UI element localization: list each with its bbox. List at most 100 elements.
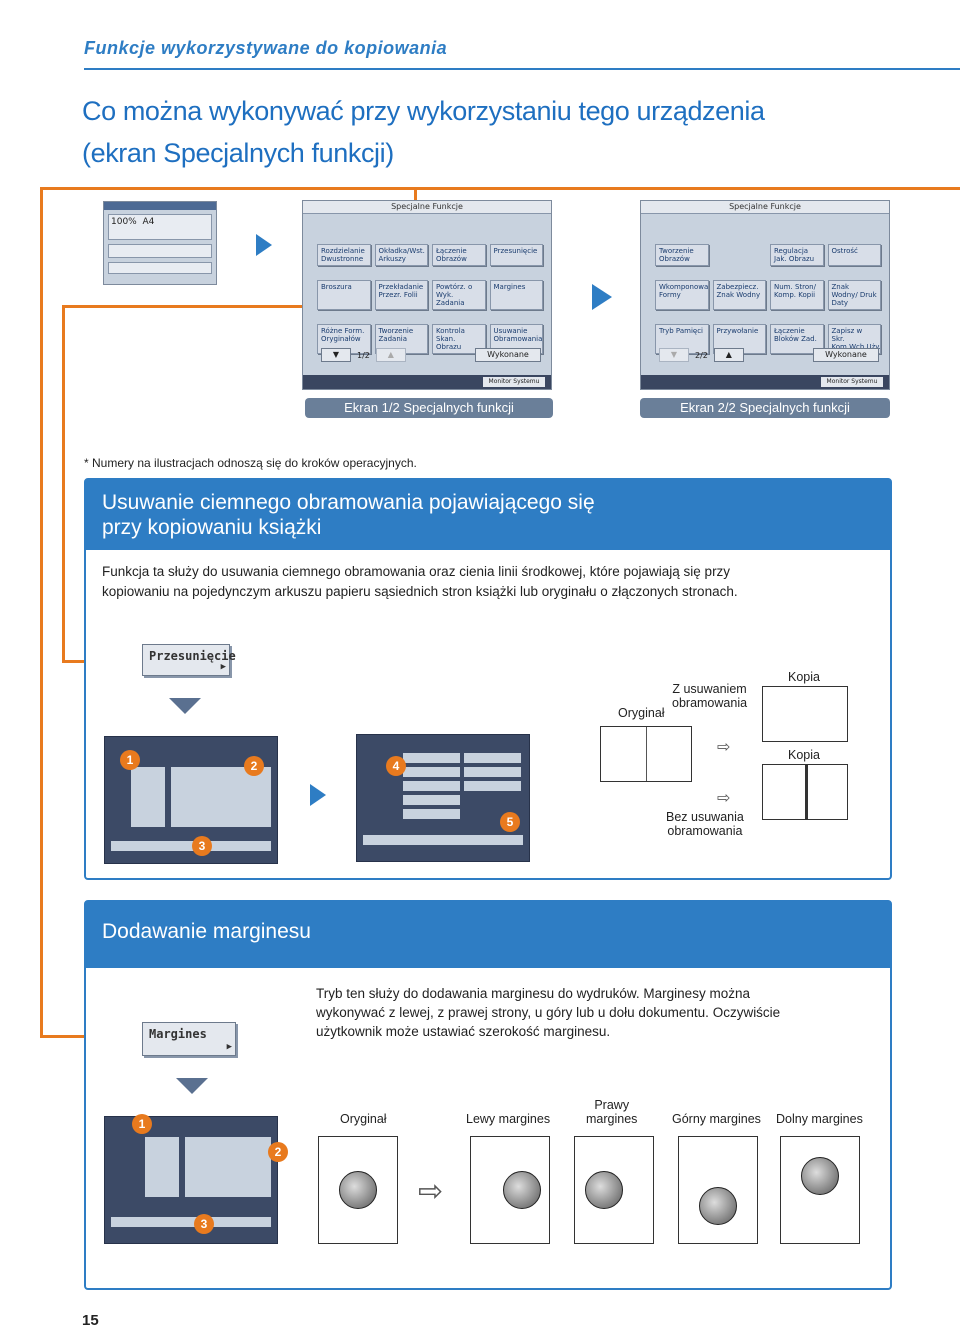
copy-screen-thumbnail: 100% A4 xyxy=(103,201,217,285)
left-margin-label: Lewy margines xyxy=(466,1112,551,1126)
arrow-down-icon xyxy=(176,1078,208,1094)
system-monitor-button[interactable]: Monitor Systemu xyxy=(821,377,883,387)
hollow-arrow-icon: ⇨ xyxy=(418,1175,444,1208)
left-margin-page xyxy=(470,1136,550,1244)
step-badge: 4 xyxy=(386,756,406,776)
with-erase-label: Z usuwaniem obramowania xyxy=(672,682,747,710)
system-monitor-button[interactable]: Monitor Systemu xyxy=(483,377,545,387)
section-description: Funkcja ta służy do usuwania ciemnego ob… xyxy=(86,550,890,614)
label-line: obramowania xyxy=(672,696,748,710)
scroll-up-icon[interactable]: ▲ xyxy=(713,348,744,362)
right-margin-page xyxy=(574,1136,654,1244)
menu-button-label: Przesunięcie xyxy=(149,649,236,663)
step-badge: 1 xyxy=(132,1114,152,1134)
paper-size-screen xyxy=(356,734,530,862)
globe-icon xyxy=(585,1171,623,1209)
connector-line xyxy=(40,187,43,1037)
globe-icon xyxy=(699,1187,737,1225)
done-button[interactable]: Wykonane xyxy=(475,348,541,362)
original-page xyxy=(318,1136,398,1244)
cover-sheets-button[interactable]: Okładka/Wst. Arkuszy xyxy=(374,244,428,266)
copy-without-erase-image xyxy=(762,764,848,820)
separation-button[interactable]: Rozdzielanie Dwustronne xyxy=(317,244,371,266)
footnote: * Numery na ilustracjach odnoszą się do … xyxy=(84,456,417,470)
page-numbering-button[interactable]: Num. Stron/ Komp. Kopii xyxy=(770,280,824,310)
sharpness-button[interactable]: Ostrość xyxy=(827,244,881,266)
image-combination-button[interactable]: Łączenie Obrazów xyxy=(432,244,486,266)
booklet-button[interactable]: Broszura xyxy=(317,280,371,310)
page-number: 15 xyxy=(82,1312,99,1329)
bottom-margin-page xyxy=(780,1136,860,1244)
margin-settings-screen xyxy=(104,1116,278,1244)
right-margin-label: Prawy margines xyxy=(586,1098,637,1126)
description-line: użytkownik może ustawiać szerokość margi… xyxy=(316,1024,611,1039)
shift-menu-button[interactable]: Przesunięcie ▶ xyxy=(142,644,236,676)
job-repeat-button[interactable]: Powtórz. o Wyk. Zadania xyxy=(432,280,486,310)
step-badge: 3 xyxy=(192,836,212,856)
connector-line xyxy=(40,187,960,190)
page-title-line2: (ekran Specjalnych funkcji) xyxy=(82,138,394,168)
arrow-right-icon xyxy=(310,784,326,806)
globe-icon xyxy=(503,1171,541,1209)
book-original-image xyxy=(600,726,692,782)
copy-with-erase-image xyxy=(762,686,848,742)
section-heading: Usuwanie ciemnego obramowania pojawiając… xyxy=(86,480,890,550)
without-erase-label: Bez usuwania obramowania xyxy=(666,810,744,838)
scroll-up-icon[interactable]: ▲ xyxy=(375,348,406,362)
screen-caption: Ekran 2/2 Specjalnych funkcji xyxy=(640,398,890,418)
original-label: Oryginał xyxy=(340,1112,387,1126)
label-line: margines xyxy=(586,1112,638,1126)
menu-button-label: Margines xyxy=(149,1027,207,1041)
section-heading-line1: Usuwanie ciemnego obramowania pojawiając… xyxy=(102,491,595,514)
special-functions-screen-2: Specjalne Funkcje Tworzenie Obrazów Regu… xyxy=(640,200,890,390)
bottom-margin-label: Dolny margines xyxy=(776,1112,863,1126)
arrow-down-icon xyxy=(169,698,201,714)
description-line: kopiowaniu na pojedynczym arkuszu papier… xyxy=(102,584,738,599)
hollow-arrow-icon: ⇨ xyxy=(717,790,731,807)
screen-caption: Ekran 1/2 Specjalnych funkcji xyxy=(305,398,553,418)
special-functions-screen-1: Specjalne Funkcje Rozdzielanie Dwustronn… xyxy=(302,200,552,390)
done-button[interactable]: Wykonane xyxy=(813,348,879,362)
shift-button[interactable]: Przesunięcie xyxy=(489,244,543,266)
image-creation-button[interactable]: Tworzenie Obrazów xyxy=(655,244,709,266)
description-line: Tryb ten służy do dodawania marginesu do… xyxy=(316,986,750,1001)
arrow-right-icon xyxy=(592,284,612,310)
globe-icon xyxy=(801,1157,839,1195)
triangle-icon: ▶ xyxy=(226,1042,232,1052)
step-badge: 2 xyxy=(268,1142,288,1162)
connector-line xyxy=(62,305,65,662)
description-line: Funkcja ta służy do usuwania ciemnego ob… xyxy=(102,564,731,579)
step-badge: 5 xyxy=(500,812,520,832)
top-margin-page xyxy=(678,1136,758,1244)
step-badge: 2 xyxy=(244,756,264,776)
transparency-interleaving-button[interactable]: Przekładanie Przezr. Folii xyxy=(374,280,428,310)
description-line: wykonywać z lewej, z prawej strony, u gó… xyxy=(316,1005,781,1020)
screen-title: Specjalne Funkcje xyxy=(641,201,889,214)
secure-watermark-button[interactable]: Zabezpiecz. Znak Wodny xyxy=(712,280,766,310)
label-line: obramowania xyxy=(667,824,743,838)
scroll-down-icon[interactable]: ▼ xyxy=(321,348,351,362)
section-heading: Dodawanie marginesu xyxy=(86,902,890,968)
margin-button[interactable]: Margines xyxy=(489,280,543,310)
label-line: Z usuwaniem xyxy=(672,682,747,696)
label-line: Prawy xyxy=(594,1098,630,1112)
original-label: Oryginał xyxy=(618,706,665,720)
header-rule xyxy=(84,68,960,70)
step-badge: 3 xyxy=(194,1214,214,1234)
page-title: Co można wykonywać przy wykorzystaniu te… xyxy=(82,90,765,174)
arrow-right-icon xyxy=(256,234,272,256)
page-title-line1: Co można wykonywać przy wykorzystaniu te… xyxy=(82,96,765,126)
watermark-date-button[interactable]: Znak Wodny/ Druk Daty xyxy=(827,280,881,310)
scroll-down-icon[interactable]: ▼ xyxy=(659,348,689,362)
page-indicator: 1/2 xyxy=(357,350,370,360)
margin-menu-button[interactable]: Margines ▶ xyxy=(142,1022,236,1056)
image-quality-adjust-button[interactable]: Regulacja Jak. Obrazu xyxy=(770,244,824,266)
copy-label: Kopia xyxy=(788,748,820,762)
label-line: Bez usuwania xyxy=(666,810,744,824)
section-description: Tryb ten służy do dodawania marginesu do… xyxy=(316,984,886,1041)
section-heading-line2: przy kopiowaniu książki xyxy=(102,516,322,539)
section-title: Funkcje wykorzystywane do kopiowania xyxy=(84,38,448,58)
globe-icon xyxy=(339,1171,377,1209)
page-indicator: 2/2 xyxy=(695,350,708,360)
form-composition-button[interactable]: Wkomponowanie Formy xyxy=(655,280,709,310)
